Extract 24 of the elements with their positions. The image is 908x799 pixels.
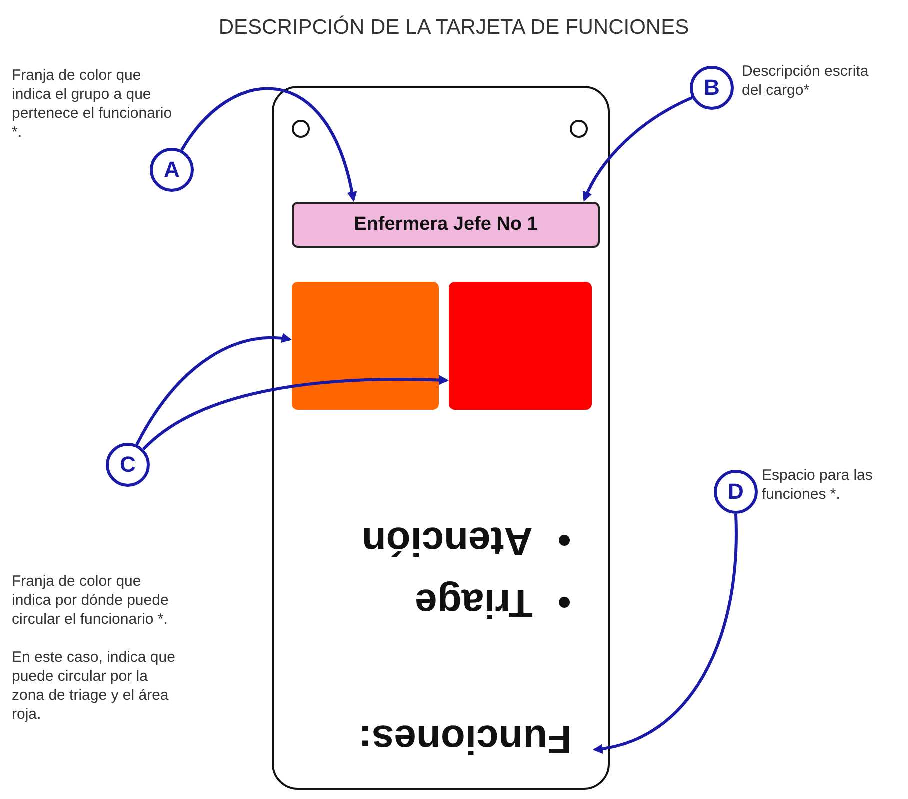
diagram-title: DESCRIPCIÓN DE LA TARJETA DE FUNCIONES bbox=[218, 16, 690, 40]
leader-arrow bbox=[592, 514, 738, 754]
callout-letter: D bbox=[714, 470, 758, 514]
function-item: Triage bbox=[415, 580, 533, 625]
leader-arrow bbox=[136, 334, 292, 446]
annotation-text: Franja de color que indica por dónde puede circular el funcionario *. bbox=[12, 572, 170, 629]
punch-hole bbox=[292, 120, 310, 138]
leader-arrow bbox=[180, 88, 357, 202]
callout-letter: C bbox=[106, 443, 150, 487]
zone-color-block bbox=[449, 282, 592, 410]
callout-letter: A bbox=[150, 148, 194, 192]
id-card bbox=[272, 86, 610, 790]
annotation-text: Espacio para las funciones *. bbox=[762, 466, 874, 504]
role-stripe: Enfermera Jefe No 1 bbox=[292, 202, 600, 248]
leader-arrow bbox=[142, 375, 449, 451]
annotation-text: En este caso, indica que puede circular por la zona de triage y el área roja. bbox=[12, 648, 176, 724]
annotation-text: Descripción escrita del cargo* bbox=[742, 62, 870, 100]
annotation-text: Franja de color que indica el grupo a que pertenece el funcionario *. bbox=[12, 66, 174, 142]
zone-color-block bbox=[292, 282, 439, 410]
functions-heading: Funciones: bbox=[358, 716, 572, 761]
function-item: Atención bbox=[362, 518, 533, 563]
callout-letter: B bbox=[690, 66, 734, 110]
leader-arrow bbox=[583, 96, 693, 202]
punch-hole bbox=[570, 120, 588, 138]
